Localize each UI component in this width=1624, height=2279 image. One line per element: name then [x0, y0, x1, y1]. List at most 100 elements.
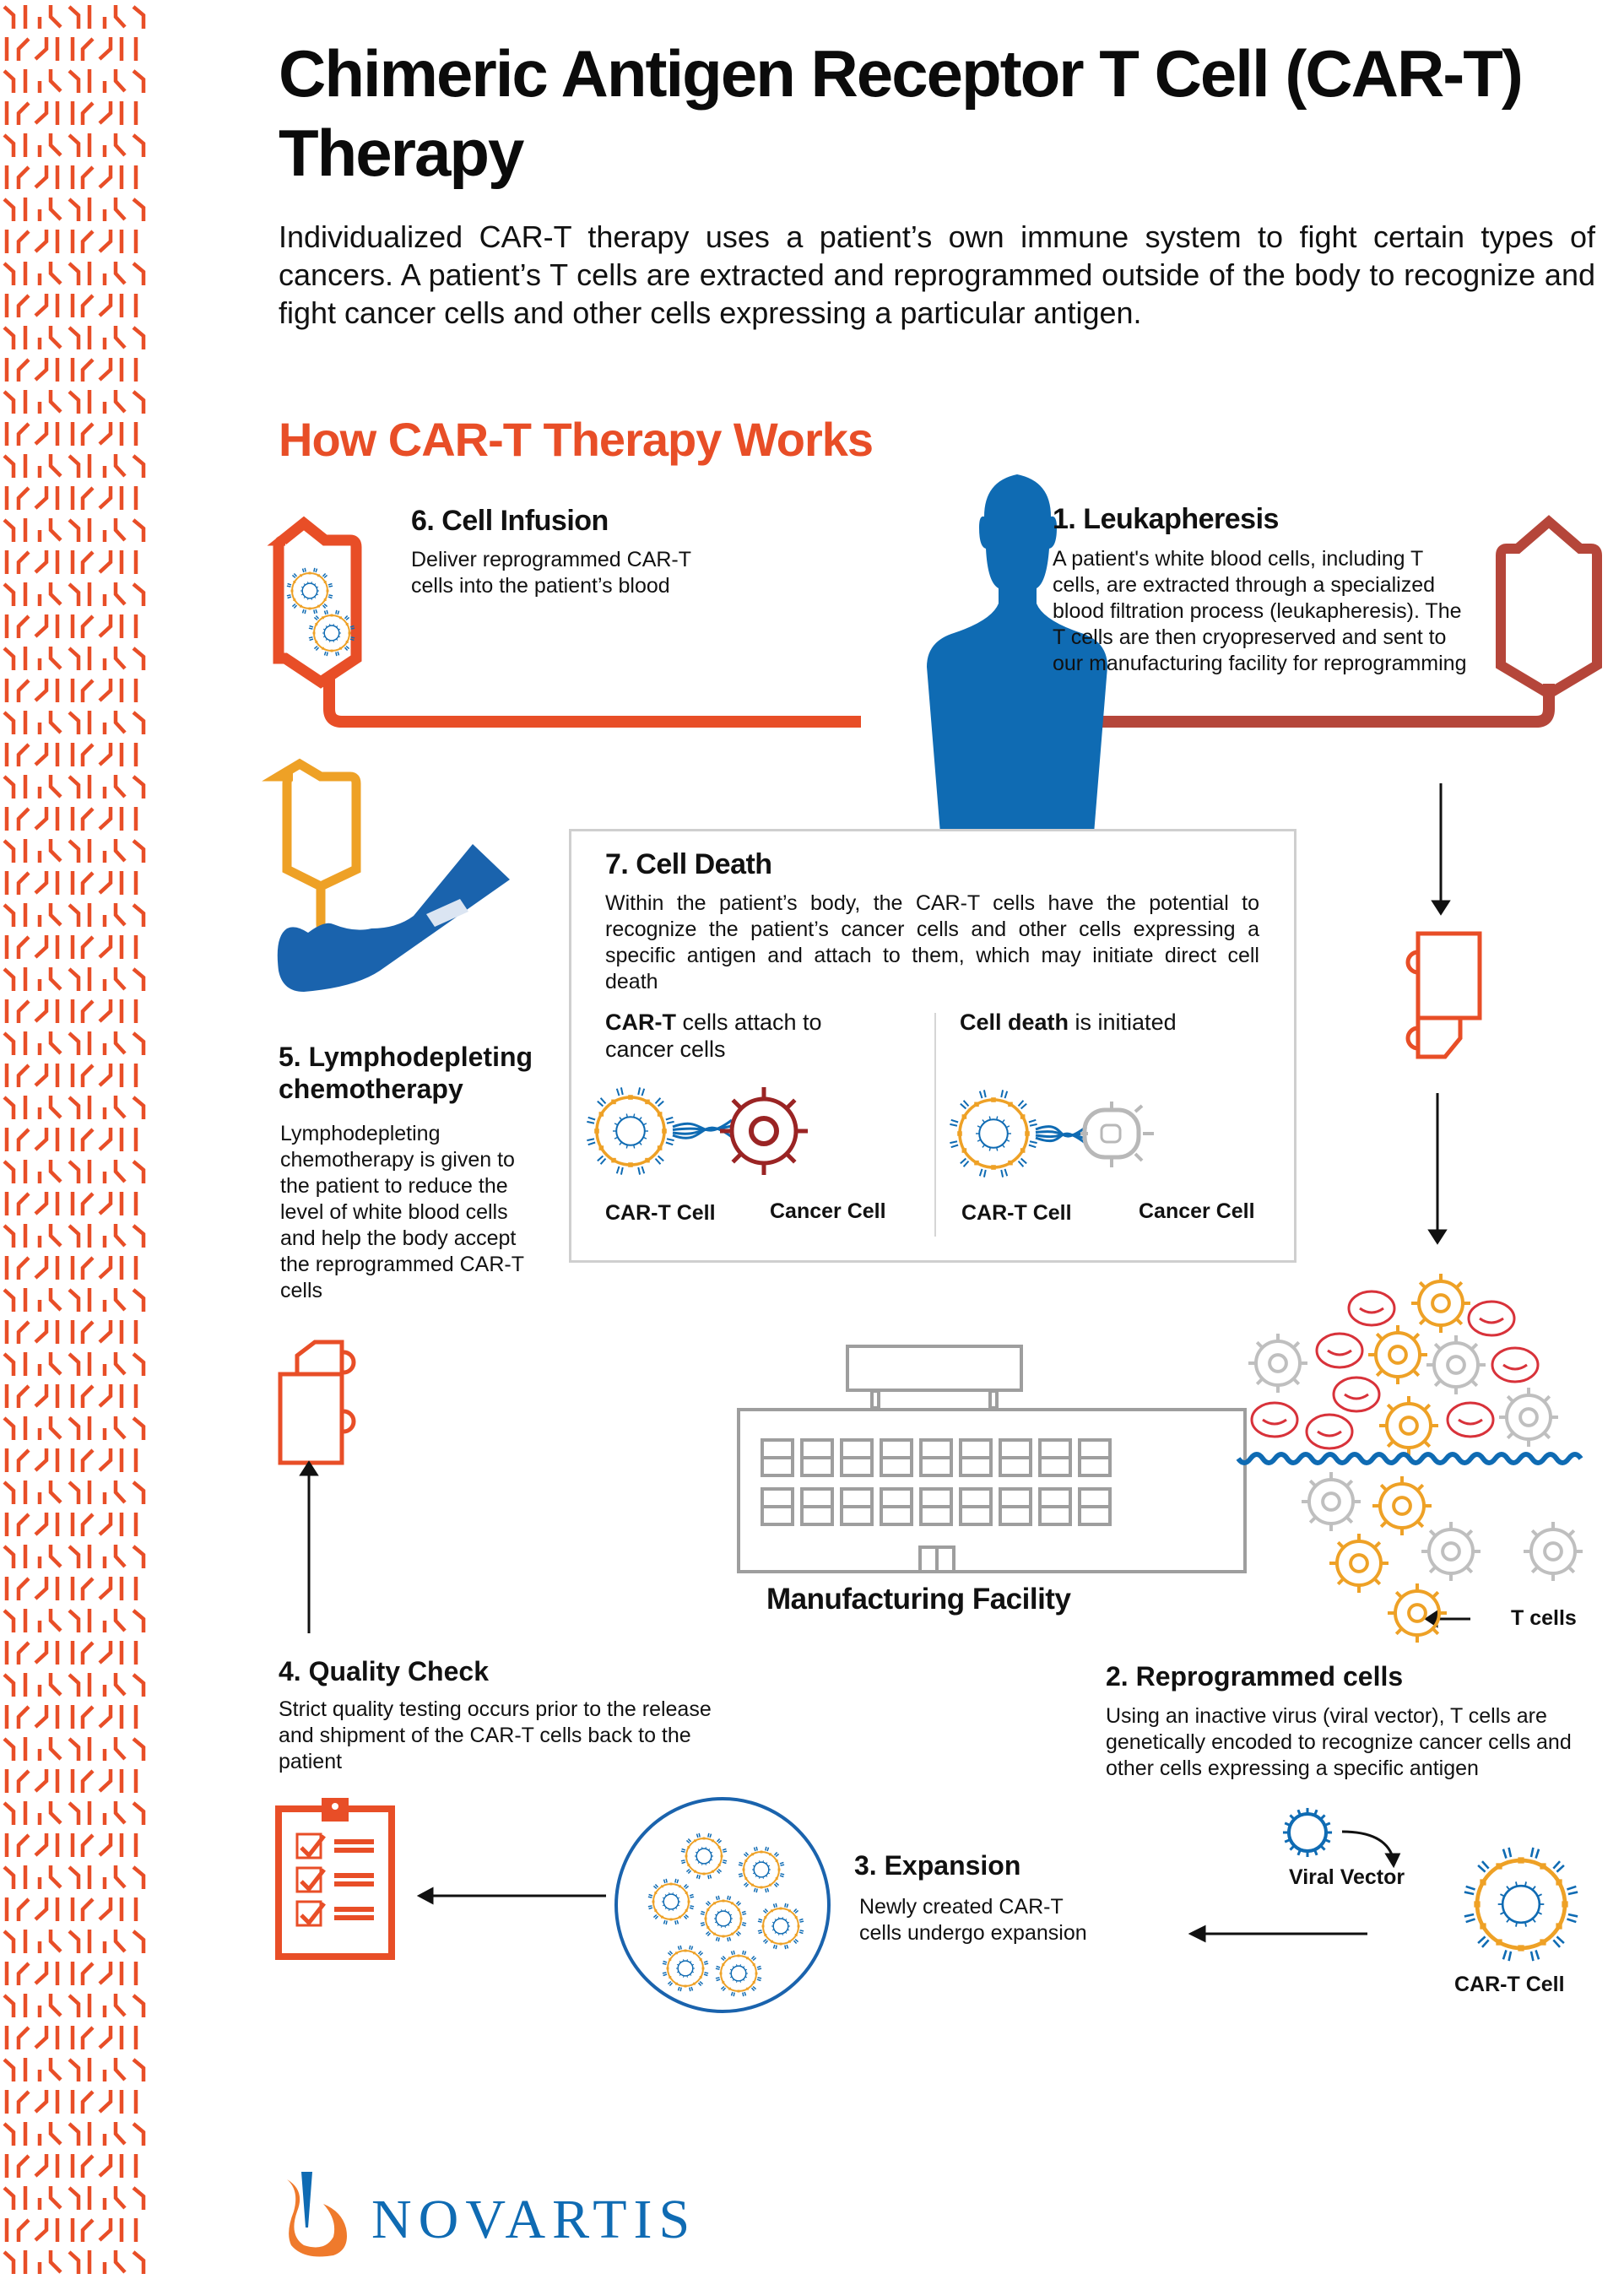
pattern-row — [3, 390, 146, 446]
expanded-cart-cell — [662, 1945, 709, 1992]
pattern-row — [3, 1160, 146, 1215]
expanded-cart-cell — [680, 1832, 728, 1880]
attach-caption: CAR-T cells attach to cancer cells — [605, 1009, 858, 1063]
intro-paragraph: Individualized CAR-T therapy uses a pati… — [279, 219, 1595, 330]
t-cell — [1372, 1476, 1432, 1535]
blood-cells-illustration — [1248, 1274, 1583, 1643]
white-blood-cell — [1426, 1335, 1486, 1394]
step3-text: Newly created CAR-T cells undergo expans… — [859, 1895, 1087, 1945]
pattern-row — [3, 1545, 146, 1600]
section-title: How CAR-T Therapy Works — [279, 413, 874, 466]
pattern-row — [3, 2186, 146, 2242]
pattern-row — [3, 133, 146, 189]
t-cell — [1411, 1274, 1470, 1333]
step7-text: Within the patient’s body, the CAR-T cel… — [605, 891, 1259, 993]
pattern-row — [3, 903, 146, 959]
step2-text: Using an inactive virus (viral vector), … — [1106, 1704, 1572, 1780]
white-blood-cell — [1421, 1522, 1481, 1581]
step6-title: 6. Cell Infusion — [411, 505, 609, 537]
expansion-dish-icon — [614, 1797, 831, 2013]
red-blood-cell — [1491, 1346, 1540, 1383]
red-blood-cell — [1305, 1413, 1354, 1450]
t-cell — [1368, 1325, 1427, 1384]
leukapheresis-bag-icon — [1496, 515, 1602, 700]
death-caption-bold: Cell death — [960, 1010, 1069, 1035]
pattern-row — [3, 775, 146, 831]
step3-title: 3. Expansion — [854, 1850, 1021, 1881]
attach-caption-rest: cells attach to cancer cells — [605, 1010, 822, 1062]
step5-text: Lymphodepleting chemotherapy is given to… — [280, 1122, 524, 1302]
pattern-row — [3, 518, 146, 574]
cart-cell-killing — [950, 1090, 1037, 1177]
label-cart-right: CAR-T Cell — [961, 1201, 1072, 1225]
pattern-row — [3, 2122, 146, 2178]
pattern-row — [3, 582, 146, 638]
pattern-row — [3, 1801, 146, 1857]
step4-title: 4. Quality Check — [279, 1656, 489, 1686]
attach-caption-bold: CAR-T — [605, 1010, 676, 1035]
pattern-row — [3, 1352, 146, 1408]
step6-text: Deliver reprogrammed CAR-T cells into th… — [411, 548, 691, 598]
t-cells-label: T cells — [1511, 1606, 1577, 1630]
bag-cart-cell — [286, 567, 333, 614]
pattern-row — [3, 1673, 146, 1729]
patient-silhouette-icon — [927, 474, 1107, 844]
pattern-row — [3, 1481, 146, 1536]
pattern-row — [3, 839, 146, 895]
step4-text: Strict quality testing occurs prior to t… — [279, 1697, 712, 1773]
red-blood-cell — [1347, 1290, 1396, 1327]
death-caption: Cell death is initiated — [960, 1009, 1264, 1036]
pattern-row — [3, 5, 146, 61]
cart-cell-label: CAR-T Cell — [1454, 1973, 1565, 1996]
step1-title: 1. Leukapheresis — [1053, 503, 1279, 535]
pattern-row — [3, 647, 146, 702]
infusion-tube — [323, 675, 861, 728]
pattern-row — [3, 454, 146, 510]
pattern-row — [3, 1288, 146, 1344]
cart-cell-icon — [1464, 1847, 1578, 1962]
pattern-row — [3, 2250, 146, 2274]
t-cell — [1379, 1396, 1438, 1455]
arm-icon — [277, 844, 510, 992]
expanded-cart-cell — [700, 1895, 747, 1942]
quality-check-clipboard-icon — [275, 1798, 395, 1960]
white-blood-cell — [1524, 1522, 1583, 1581]
dying-cancer-cell — [1080, 1102, 1154, 1167]
expanded-cart-cell — [715, 1950, 762, 1997]
viral-vector-cell — [1282, 1807, 1333, 1858]
cell-death-illustration — [587, 1087, 1154, 1177]
red-blood-cell — [1467, 1300, 1516, 1337]
expanded-cart-cell — [757, 1903, 804, 1950]
death-caption-rest: is initiated — [1069, 1010, 1177, 1035]
t-cell — [1329, 1534, 1389, 1593]
pattern-row — [3, 198, 146, 253]
pattern-row — [3, 1224, 146, 1280]
pattern-row — [3, 1994, 146, 2049]
pattern-row — [3, 1031, 146, 1087]
red-blood-cell — [1332, 1376, 1381, 1413]
step5-title: 5. Lymphodepleting chemotherapy — [279, 1042, 533, 1104]
leukapheresis-tube — [1047, 684, 1555, 728]
pattern-row — [3, 2058, 146, 2114]
pattern-row — [3, 1737, 146, 1793]
cancer-cell — [720, 1087, 808, 1175]
pattern-row — [3, 1609, 146, 1665]
pattern-row — [3, 69, 146, 125]
t-cell — [1388, 1583, 1447, 1643]
viral-vector-icon — [1282, 1807, 1333, 1858]
filter-membrane — [1236, 1452, 1583, 1465]
pattern-row — [3, 1416, 146, 1472]
red-blood-cell — [1250, 1401, 1299, 1438]
manufacturing-facility-icon — [737, 1345, 1247, 1573]
cell-death-panel: 7. Cell Death Within the patient’s body,… — [569, 829, 1296, 1263]
truck-icon-left — [278, 1340, 356, 1465]
pattern-row — [3, 1930, 146, 1985]
pattern-row — [3, 711, 146, 766]
cart-cell-attach — [587, 1087, 674, 1175]
car-binding-line — [1035, 1132, 1087, 1145]
infusion-bag-icon — [267, 516, 362, 689]
white-blood-cell — [1302, 1472, 1361, 1531]
panel-divider — [934, 1013, 936, 1237]
label-cart-left: CAR-T Cell — [605, 1201, 716, 1225]
